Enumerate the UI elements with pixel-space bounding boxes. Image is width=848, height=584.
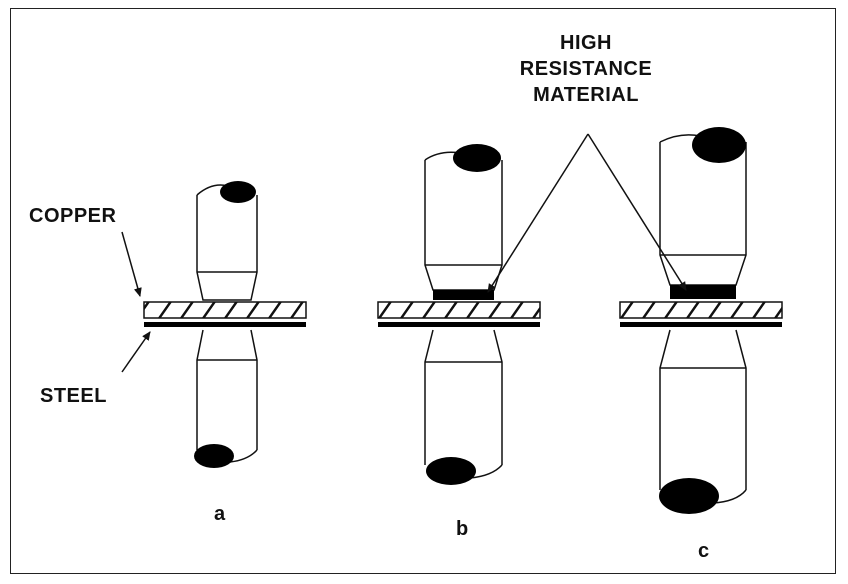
copper-plate-c (619, 301, 783, 319)
leader-lines (121, 133, 687, 373)
high-resistance-leader-b (487, 133, 589, 293)
high-resistance-line-2: RESISTANCE (519, 58, 653, 80)
high-resistance-leader-c (587, 133, 687, 291)
upper-electrode-break-a (220, 181, 256, 203)
high-resistance-layer-b (433, 290, 494, 300)
assembly-b (377, 144, 541, 485)
lower-electrode-break-b (426, 457, 476, 485)
high-resistance-layer-c (670, 285, 736, 299)
copper-plate-b (377, 301, 541, 319)
lower-electrode-break-c (659, 478, 719, 514)
copper-label: COPPER (29, 205, 117, 227)
upper-electrode-break-c (692, 127, 746, 163)
high-resistance-label: HIGH RESISTANCE MATERIAL (486, 30, 686, 108)
high-resistance-line-3: MATERIAL (533, 84, 639, 106)
caption-a: a (214, 503, 226, 525)
lower-electrode-break-a (194, 444, 234, 468)
steel-plate-a (144, 322, 306, 327)
lower-electrode-c (659, 329, 747, 514)
upper-electrode-c (659, 127, 747, 299)
upper-electrode-a (196, 181, 258, 301)
steel-plate-c (620, 322, 782, 327)
steel-plate-b (378, 322, 540, 327)
copper-plate-a (143, 301, 307, 319)
steel-label: STEEL (40, 385, 107, 407)
steel-leader (121, 331, 151, 373)
lower-electrode-a (194, 329, 258, 468)
lower-electrode-b (424, 329, 503, 485)
upper-electrode-b (424, 144, 503, 300)
assembly-c (619, 127, 783, 514)
caption-c: c (698, 540, 710, 562)
high-resistance-line-1: HIGH (560, 32, 612, 54)
copper-leader (121, 231, 142, 297)
assembly-a (143, 181, 307, 468)
caption-b: b (456, 518, 469, 540)
upper-electrode-break-b (453, 144, 501, 172)
